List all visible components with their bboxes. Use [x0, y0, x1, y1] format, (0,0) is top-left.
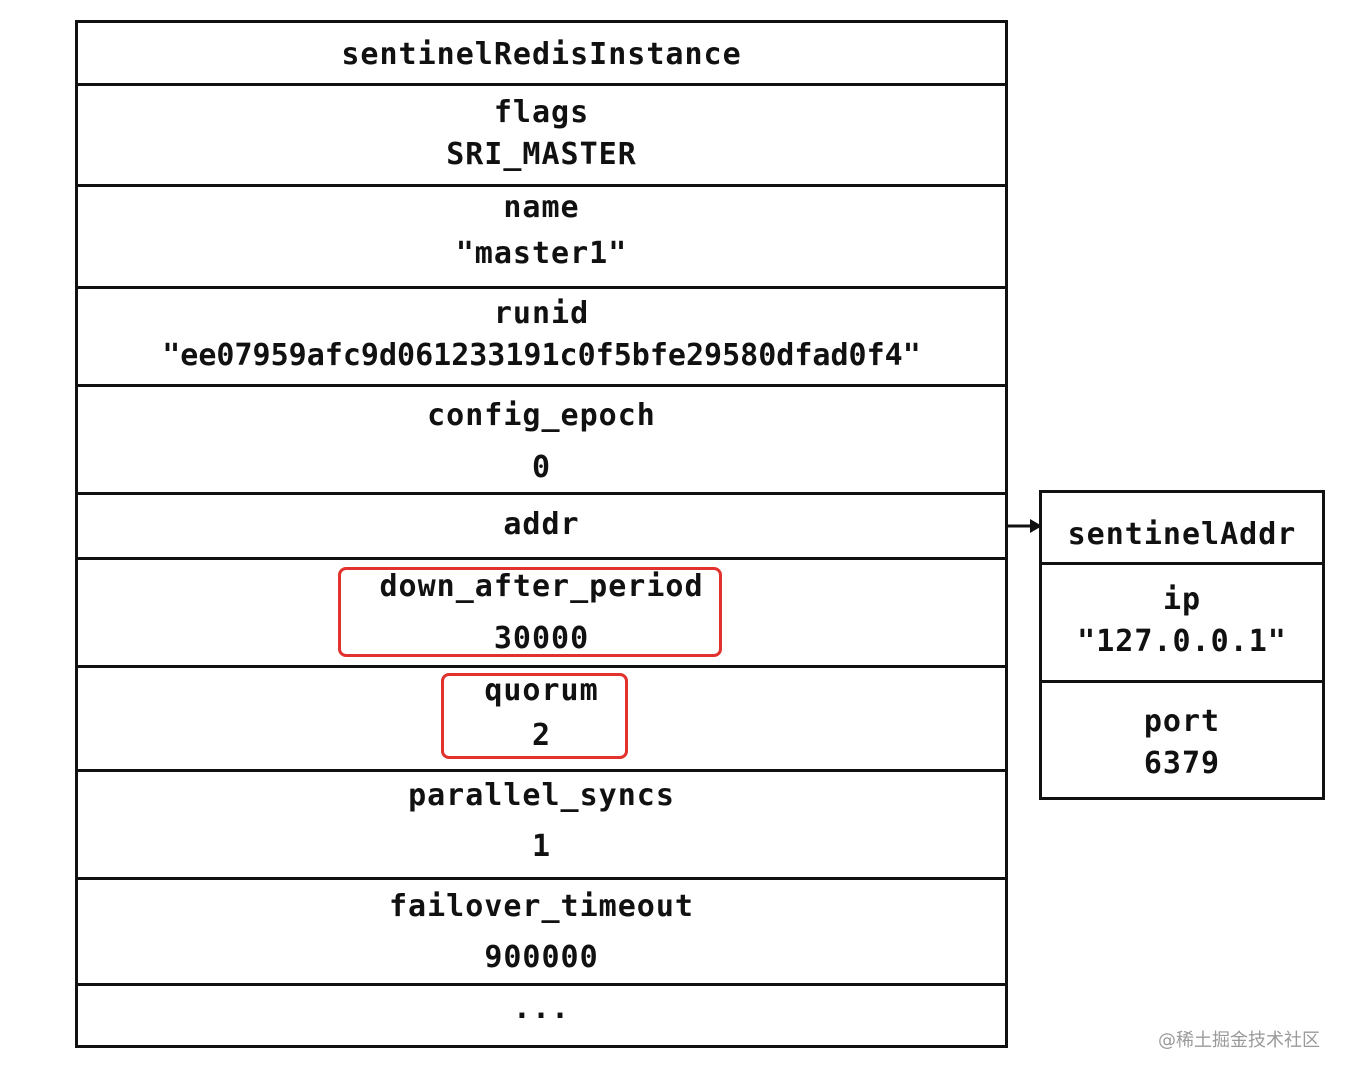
pointer-arrow [1008, 519, 1042, 533]
field-name: flags [493, 95, 590, 130]
field-name: failover_timeout [389, 889, 694, 924]
field-failover-timeout: failover_timeout 900000 [75, 877, 1008, 986]
field-value: "ee07959afc9d061233191c0f5bfe29580dfad0f… [162, 338, 921, 373]
struct-title: sentinelRedisInstance [341, 37, 742, 72]
addr-title: sentinelAddr [1067, 517, 1297, 552]
field-name: quorum [484, 673, 599, 708]
field-down-after-period: down_after_period 30000 [75, 557, 1008, 668]
struct-title-cell: sentinelRedisInstance [75, 20, 1008, 86]
field-name: ... [512, 991, 571, 1026]
field-value: 0 [531, 450, 552, 485]
field-config-epoch: config_epoch 0 [75, 384, 1008, 495]
field-value: "master1" [455, 236, 628, 271]
field-value: "127.0.0.1" [1077, 624, 1287, 659]
field-value: 1 [531, 829, 552, 864]
field-flags: flags SRI_MASTER [75, 83, 1008, 187]
field-name: name [503, 190, 580, 225]
field-addr: addr [75, 492, 1008, 560]
field-runid: runid "ee07959afc9d061233191c0f5bfe29580… [75, 286, 1008, 387]
addr-field-ip: ip "127.0.0.1" [1039, 562, 1325, 683]
highlight-quorum [441, 673, 628, 759]
field-name-row: name "master1" [75, 184, 1008, 289]
field-name: ip [1162, 582, 1202, 617]
field-value: 900000 [484, 940, 599, 975]
field-value: 6379 [1143, 746, 1221, 781]
watermark: @稀土掘金技术社区 [1158, 1030, 1320, 1051]
highlight-down-after-period [338, 567, 722, 657]
field-ellipsis: ... [75, 983, 1008, 1048]
field-parallel-syncs: parallel_syncs 1 [75, 769, 1008, 880]
addr-field-port: port 6379 [1039, 680, 1325, 800]
addr-title-cell: sentinelAddr [1039, 490, 1325, 565]
field-name: down_after_period [379, 569, 704, 604]
field-name: addr [503, 507, 580, 542]
field-value: 2 [531, 718, 552, 753]
field-name: runid [493, 296, 590, 331]
field-value: 30000 [493, 621, 590, 656]
field-value: SRI_MASTER [446, 137, 637, 172]
field-name: port [1143, 704, 1221, 739]
field-name: config_epoch [427, 398, 656, 433]
field-name: parallel_syncs [408, 778, 675, 813]
